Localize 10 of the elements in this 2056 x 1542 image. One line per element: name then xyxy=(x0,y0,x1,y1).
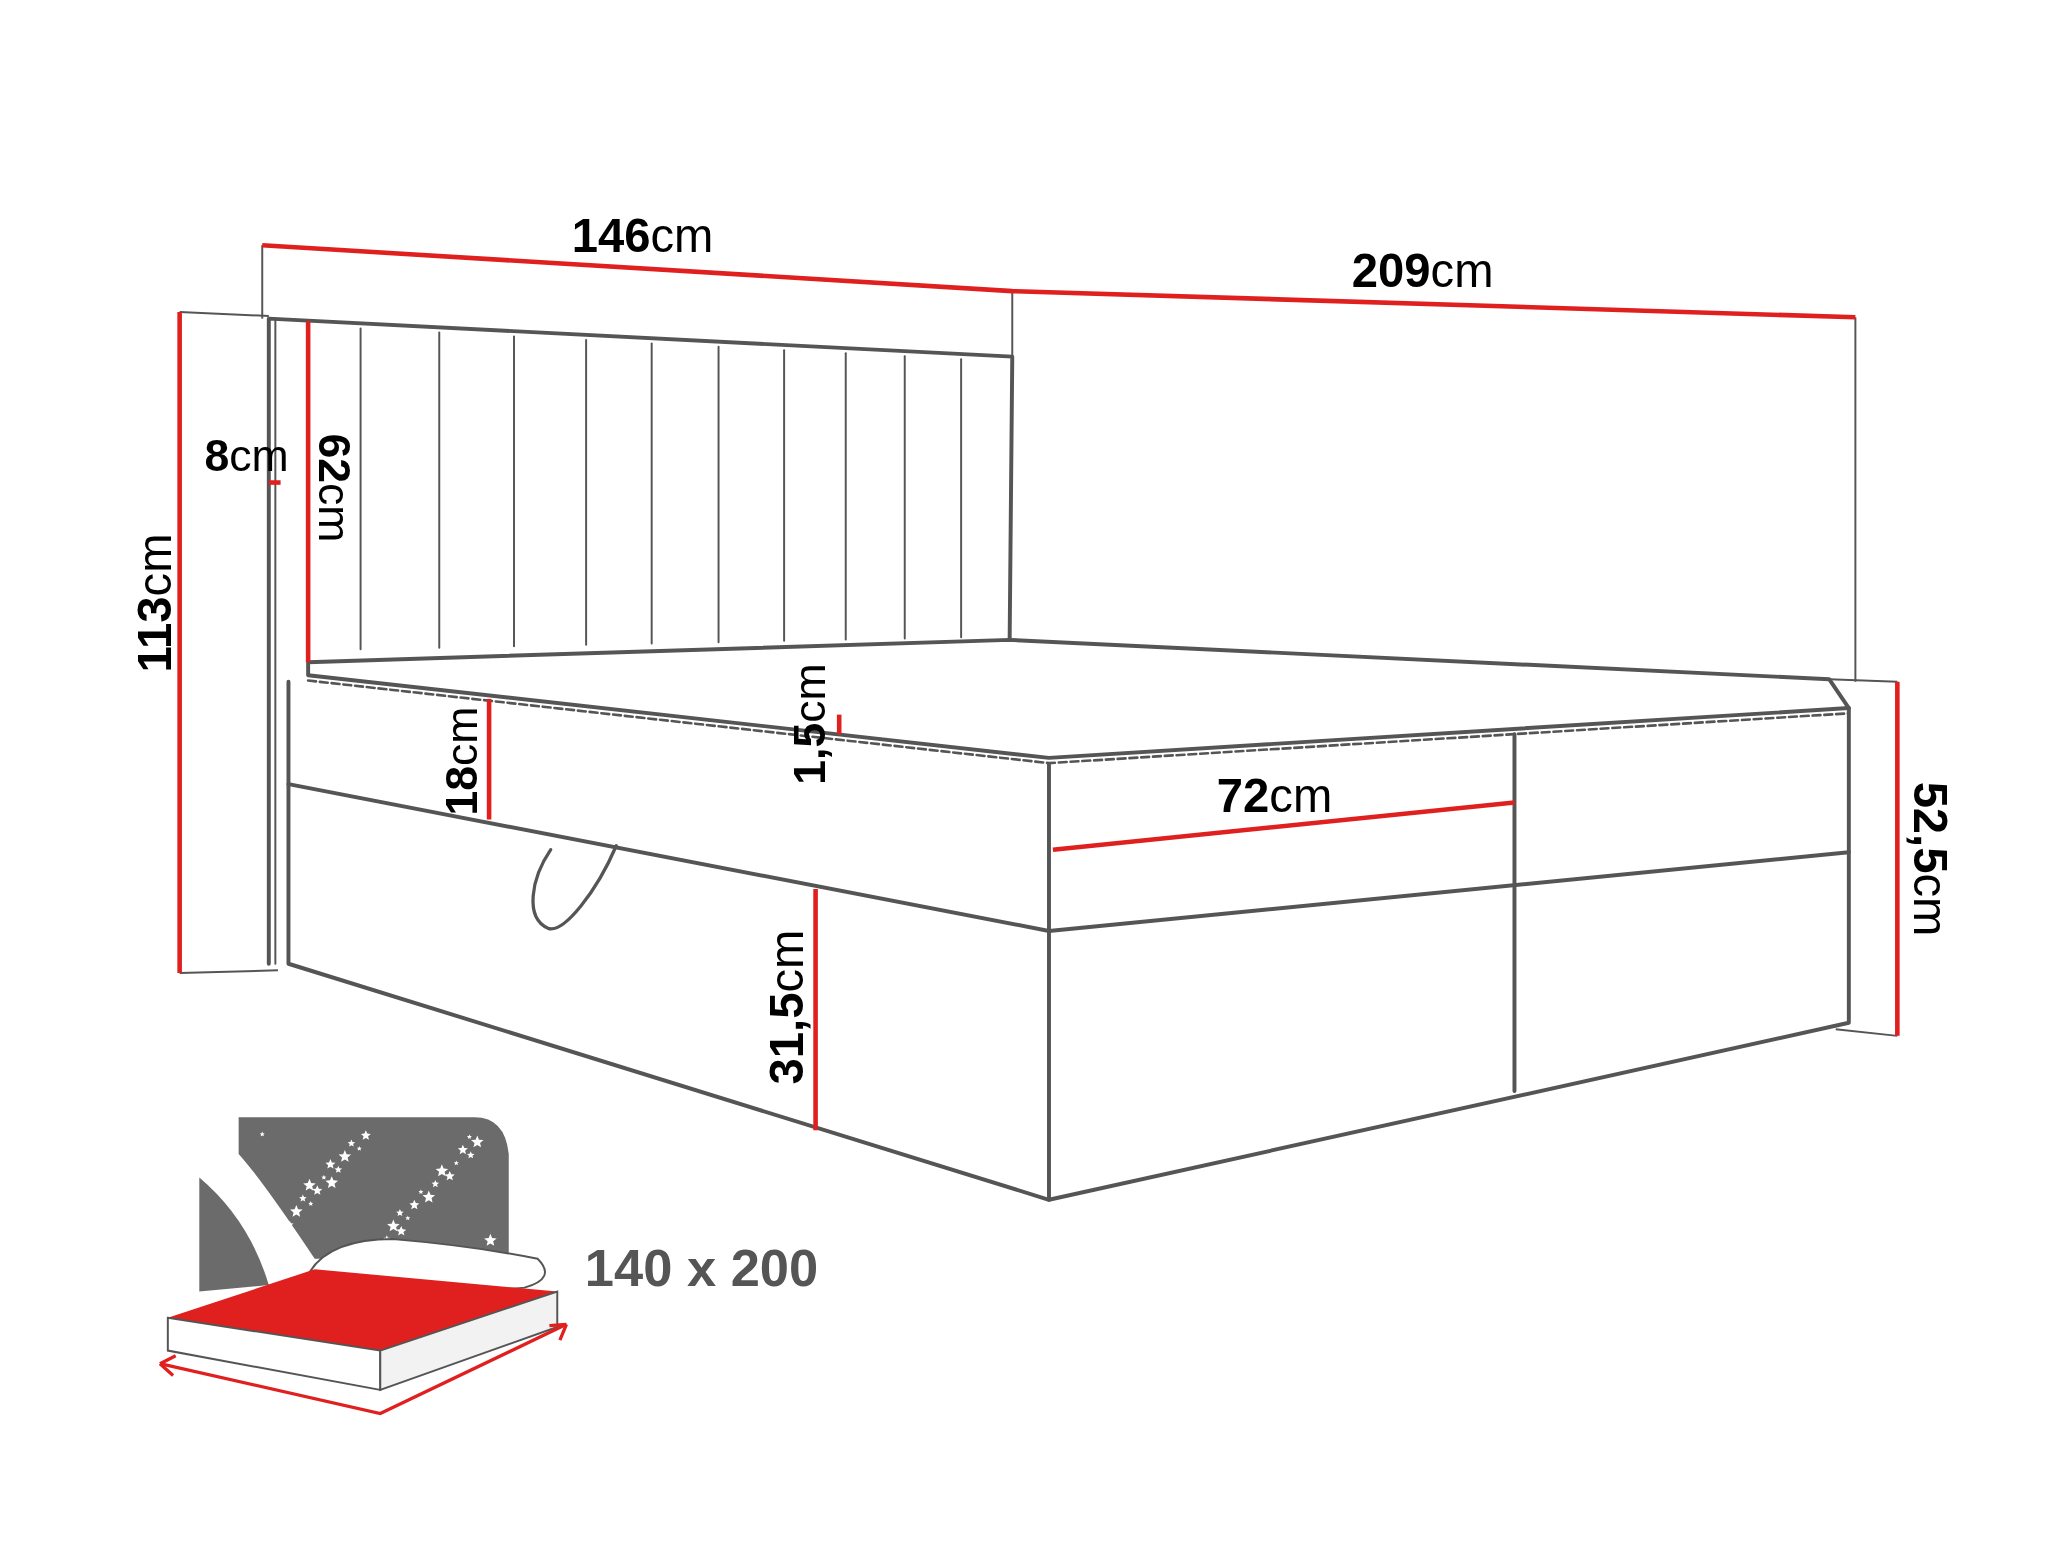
dimension-label: 52,5cm xyxy=(1906,781,1954,937)
dimension-label: 146cm xyxy=(571,212,714,260)
dimension-label: 62cm xyxy=(312,433,357,543)
dimension-label: 209cm xyxy=(1351,247,1494,295)
dimension-label: 140 x 200 xyxy=(584,1241,819,1295)
dimension-label: 113cm xyxy=(131,533,179,673)
dimension-label: 31,5cm xyxy=(763,929,811,1085)
dimension-label: 1,5cm xyxy=(788,663,833,785)
dimension-label: 72cm xyxy=(1216,772,1333,820)
dimension-label: 18cm xyxy=(439,706,484,815)
